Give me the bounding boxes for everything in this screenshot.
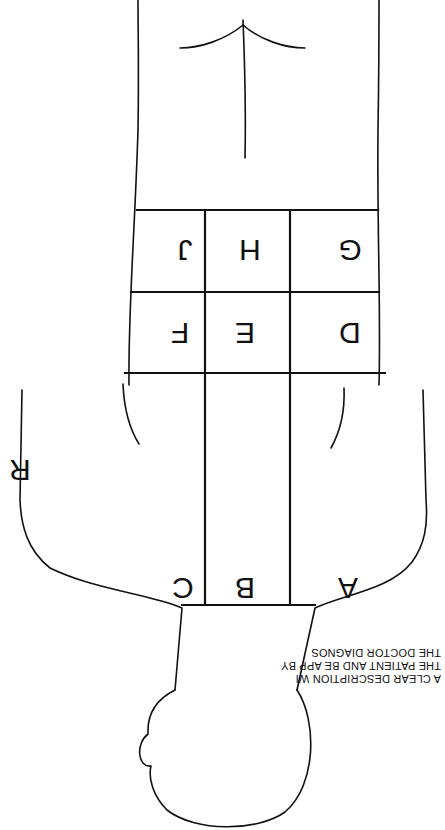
region-letter: B <box>235 573 255 603</box>
body-region: D <box>325 313 375 353</box>
body-region: C <box>158 568 208 608</box>
side-marker: R <box>9 454 31 487</box>
note-text: A CLEAR DESCRIPTION WI THE PATIENT AND B… <box>281 647 441 685</box>
body-region: E <box>220 313 270 353</box>
body-region: H <box>225 230 275 270</box>
region-letter: F <box>171 318 189 348</box>
region-letter: E <box>235 318 255 348</box>
body-region: A <box>323 568 373 608</box>
region-letter: D <box>339 318 361 348</box>
body-region: B <box>220 568 270 608</box>
region-letter: C <box>172 573 194 603</box>
region-letter: J <box>178 235 193 265</box>
region-letter: A <box>338 573 358 603</box>
body-region: F <box>155 313 205 353</box>
region-letter: G <box>338 235 361 265</box>
body-region: J <box>160 230 210 270</box>
region-letter: H <box>239 235 261 265</box>
body-region: G <box>325 230 375 270</box>
